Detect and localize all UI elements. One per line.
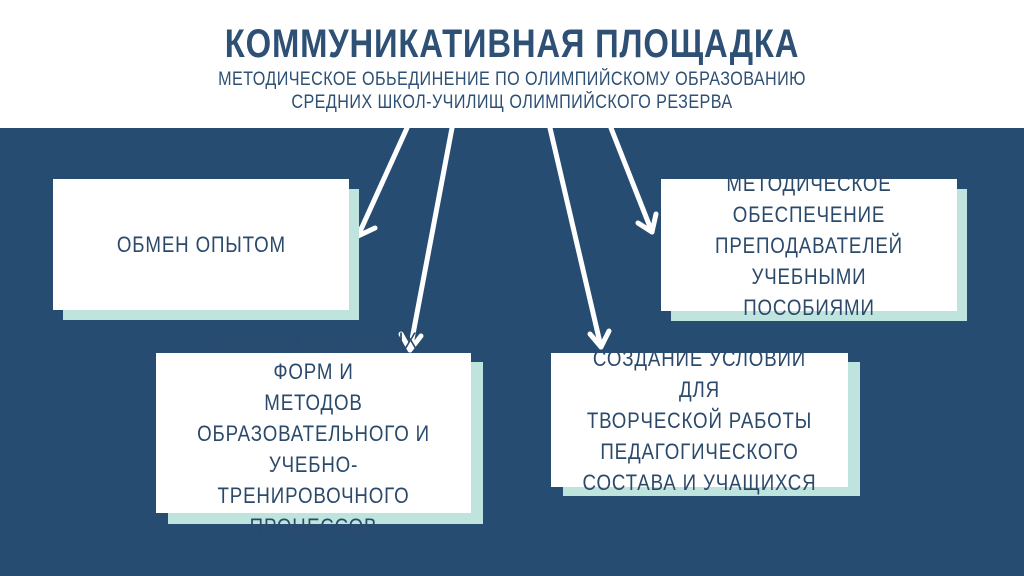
page-title: КОММУНИКАТИВНАЯ ПЛОЩАДКА	[224, 22, 800, 66]
box-text: ОБМЕН ОПЫТОМ	[116, 232, 286, 257]
box-text: СОЗДАНИЕ УСЛОВИЙ ДЛЯ ТВОРЧЕСКОЙ РАБОТЫ П…	[582, 345, 817, 495]
arrow-to-box-3	[547, 125, 612, 350]
subtitle-line-1: МЕТОДИЧЕСКОЕ ОБЬЕДИНЕНИЕ ПО ОЛИМПИЙСКОМУ…	[218, 69, 806, 90]
box-new-methods: РАЗРАБОТКА НОВЫХ ФОРМ И МЕТОДОВ ОБРАЗОВА…	[156, 328, 471, 539]
box-experience-exchange: ОБМЕН ОПЫТОМ	[53, 179, 349, 310]
arrow-to-box-1	[352, 125, 410, 239]
subtitle-line-2: СРЕДНИХ ШКОЛ-УЧИЛИЩ ОЛИМПИЙСКОГО РЕЗЕРВА	[291, 92, 733, 113]
box-methodical-support: МЕТОДИЧЕСКОЕ ОБЕСПЕЧЕНИЕ ПРЕПОДАВАТЕЛЕЙ …	[661, 171, 957, 320]
box-creative-conditions: СОЗДАНИЕ УСЛОВИЙ ДЛЯ ТВОРЧЕСКОЙ РАБОТЫ П…	[551, 346, 848, 495]
arrow-to-box-2	[398, 125, 455, 353]
header: КОММУНИКАТИВНАЯ ПЛОЩАДКА МЕТОДИЧЕСКОЕ ОБ…	[0, 0, 1024, 128]
box-text: МЕТОДИЧЕСКОЕ ОБЕСПЕЧЕНИЕ ПРЕПОДАВАТЕЛЕЙ …	[715, 170, 903, 320]
arrow-to-box-4	[608, 125, 659, 235]
box-text: РАЗРАБОТКА НОВЫХ ФОРМ И МЕТОДОВ ОБРАЗОВА…	[197, 327, 430, 539]
